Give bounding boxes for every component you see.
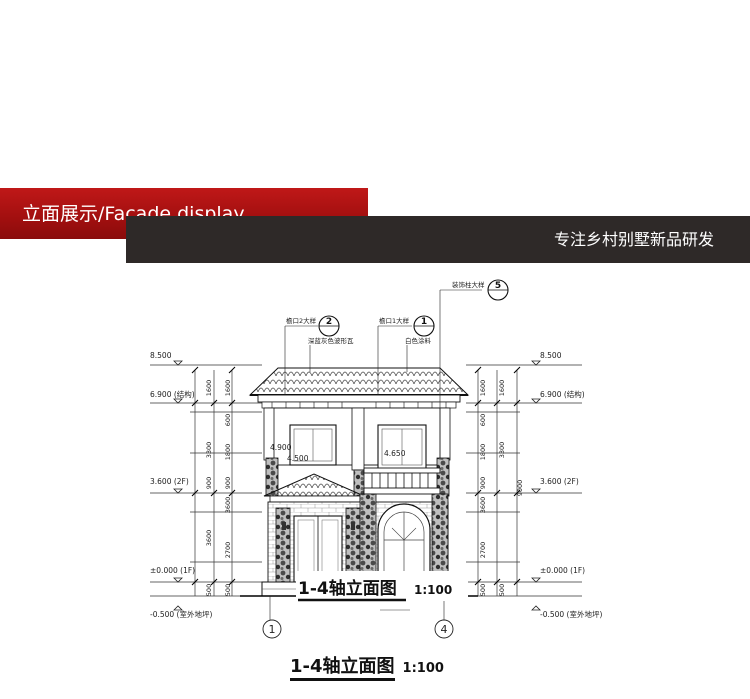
material-note: 深蓝灰色波形瓦 <box>308 336 354 345</box>
svg-text:5: 5 <box>495 281 501 291</box>
callout-label: 装饰柱大样 <box>452 280 485 289</box>
left-dim-outer: 2700 <box>224 542 232 559</box>
left-dim-outer: 1800 <box>224 444 232 461</box>
caption-title: 1-4轴立面图 <box>290 656 395 681</box>
inner-drawing-scale: 1:100 <box>414 583 452 597</box>
house-elevation <box>240 367 478 597</box>
right-level-text: 6.900 (结构) <box>540 389 585 399</box>
right-dim-outer: 600 <box>479 414 487 426</box>
left-dim-inner: 500 <box>205 584 213 596</box>
right-dim-inner: 3300 <box>498 442 506 459</box>
right-dim-outer: 2700 <box>479 542 487 559</box>
left-dim-inner: 900 <box>205 477 213 489</box>
right-level-text: ±0.000 (1F) <box>540 566 585 575</box>
window-level-text: 4.500 <box>287 454 309 463</box>
left-dim-outer: 600 <box>224 414 232 426</box>
right-dim-outer: 1800 <box>479 444 487 461</box>
left-dim-inner: 3300 <box>205 442 213 459</box>
left-dim-outer: 3600 <box>224 497 232 514</box>
axis-marker-left: 1 <box>262 619 282 639</box>
material-note: 白色涂料 <box>405 336 432 345</box>
callout-label: 檐口1大样 <box>379 316 410 325</box>
svg-text:1: 1 <box>421 317 427 327</box>
right-dim-inner: 500 <box>498 584 506 596</box>
callout-bubble: 2 <box>318 315 340 337</box>
right-level-text: 8.500 <box>540 351 562 360</box>
caption-scale: 1:100 <box>402 661 444 676</box>
right-dim-outer: 3600 <box>479 497 487 514</box>
banner-dark-bar <box>126 216 750 263</box>
right-dim-outer: 900 <box>479 477 487 489</box>
svg-text:4: 4 <box>441 623 448 636</box>
axis-marker-right: 4 <box>434 619 454 639</box>
left-level-text: -0.500 (室外地坪) <box>150 609 212 619</box>
right-dim-outer: 500 <box>479 584 487 596</box>
window-level-text: 4.650 <box>384 449 406 458</box>
left-dim-inner: 3600 <box>205 530 213 547</box>
left-dim-outer: 1600 <box>224 380 232 397</box>
left-dim-outer: 500 <box>224 584 232 596</box>
right-level-text: 3.600 (2F) <box>540 477 579 486</box>
callout-bubble: 5 <box>487 279 509 301</box>
callout-bubble: 1 <box>413 315 435 337</box>
left-level-text: ±0.000 (1F) <box>150 566 195 575</box>
elevation-drawing: 8.500 6.900 (结构) 3.600 (2F) ±0.000 (1F) … <box>150 279 602 639</box>
right-dim-outer: 1600 <box>479 380 487 397</box>
banner-slogan: 专注乡村别墅新品研发 <box>553 230 714 249</box>
left-level-text: 3.600 (2F) <box>150 477 189 486</box>
svg-text:1: 1 <box>269 623 276 636</box>
drawing-caption: 1-4轴立面图 1:100 <box>290 652 444 681</box>
left-dim-inner: 1600 <box>205 380 213 397</box>
callout-label: 檐口2大样 <box>286 316 317 325</box>
right-dim-inner: 9000 <box>516 480 524 497</box>
right-level-text: -0.500 (室外地坪) <box>540 609 602 619</box>
svg-text:2: 2 <box>326 317 332 327</box>
left-level-text: 6.900 (结构) <box>150 389 195 399</box>
right-dim-inner: 1600 <box>498 380 506 397</box>
left-level-text: 8.500 <box>150 351 172 360</box>
left-dim-outer: 900 <box>224 477 232 489</box>
window-level-text: 4.900 <box>270 443 292 452</box>
inner-drawing-title: 1-4轴立面图 <box>298 578 397 599</box>
